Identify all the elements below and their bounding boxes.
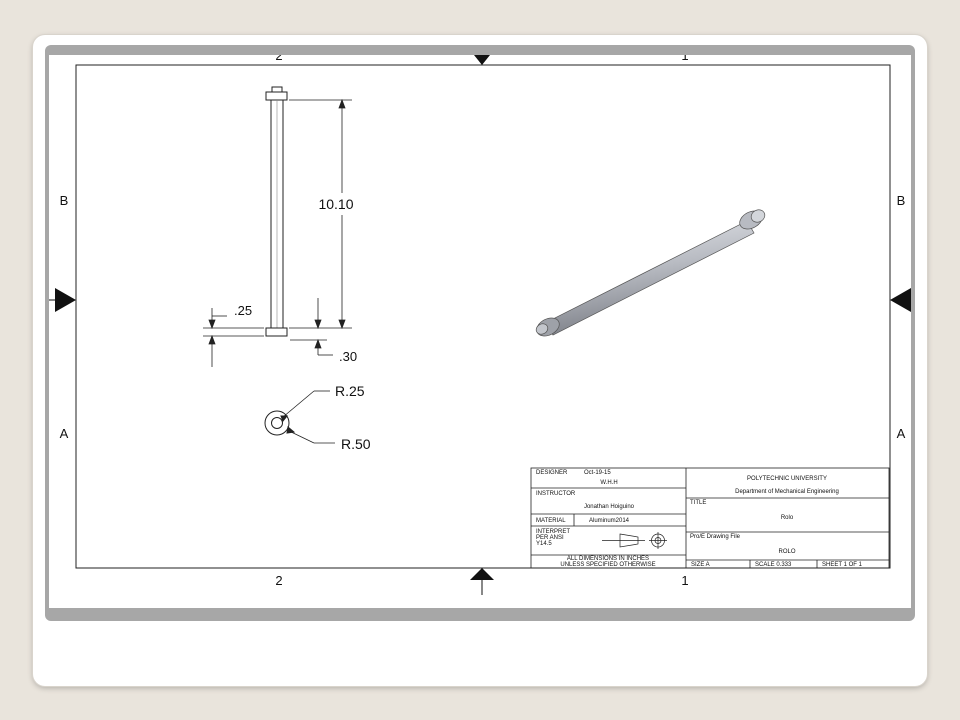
sheet-number: SHEET 1 OF 1 bbox=[822, 562, 863, 568]
drawing-sheet: 2 1 2 1 B A B A bbox=[49, 48, 911, 608]
title-block-border bbox=[530, 467, 890, 569]
iso-cap-top bbox=[750, 209, 766, 223]
zone-label-left-a: A bbox=[60, 426, 69, 441]
drawing-title: Rolo bbox=[781, 515, 794, 521]
dimension-note-line-2: UNLESS SPECIFIED OTHERWISE bbox=[560, 562, 655, 568]
arrowhead-lower bbox=[314, 338, 322, 349]
centering-mark-bottom bbox=[470, 568, 494, 580]
drawing-scale: SCALE 0.333 bbox=[755, 562, 792, 568]
arrowhead-outer bbox=[286, 426, 296, 434]
dimension-flange-label: .25 bbox=[234, 303, 252, 318]
dimension-gap-label: .30 bbox=[339, 349, 357, 364]
material-value: Aluminum2014 bbox=[589, 518, 630, 524]
bottom-flange bbox=[265, 327, 288, 337]
zone-label-right-a: A bbox=[897, 426, 906, 441]
zone-label-top-1: 1 bbox=[681, 55, 688, 63]
sheet-size: SIZE A bbox=[691, 562, 710, 568]
projection-symbol-icon bbox=[602, 532, 667, 549]
leader-inner-radius bbox=[282, 390, 315, 418]
drawing-frame: 2 1 2 1 B A B A bbox=[45, 45, 915, 621]
flange-thickness-dimension bbox=[203, 308, 264, 367]
arrowhead-bottom bbox=[338, 319, 346, 330]
zone-label-right-b: B bbox=[897, 193, 906, 208]
end-view bbox=[264, 390, 335, 444]
front-view bbox=[265, 86, 288, 337]
designer-label: DESIGNER bbox=[536, 470, 568, 476]
arrowhead-lower bbox=[208, 334, 216, 345]
instructor-name: Jonathan Hoiguino bbox=[584, 504, 635, 510]
zone-label-left-b: B bbox=[60, 193, 69, 208]
interpret-line-1: INTERPRET bbox=[536, 529, 570, 535]
inner-circle bbox=[271, 417, 283, 429]
dimension-outer-radius-label: R.50 bbox=[341, 436, 371, 452]
engineering-drawing: 2 1 2 1 B A B A bbox=[49, 48, 911, 595]
interpret-line-3: Y14.5 bbox=[536, 541, 552, 547]
drawing-date: Oct-19-15 bbox=[584, 470, 611, 476]
title-label: TITLE bbox=[690, 500, 706, 506]
drawing-border bbox=[75, 64, 891, 569]
zone-label-bottom-1: 1 bbox=[681, 573, 688, 588]
slide: 2 1 2 1 B A B A bbox=[33, 35, 927, 686]
top-flange bbox=[265, 91, 288, 101]
designer-name: W.H.H bbox=[600, 480, 617, 486]
arrowhead-inner bbox=[280, 415, 289, 422]
iso-cap-bottom bbox=[535, 323, 549, 335]
isometric-view bbox=[535, 209, 766, 337]
outer-circle bbox=[264, 410, 290, 436]
end-gap-dimension bbox=[290, 298, 333, 356]
arrowhead-top bbox=[338, 98, 346, 109]
title-block: DESIGNER Oct-19-15 W.H.H INSTRUCTOR Jona… bbox=[530, 467, 890, 569]
zone-label-bottom-2: 2 bbox=[275, 573, 282, 588]
dimension-length-label: 10.10 bbox=[318, 196, 353, 212]
material-label: MATERIAL bbox=[536, 518, 566, 524]
instructor-label: INSTRUCTOR bbox=[536, 491, 576, 497]
zone-label-top-2: 2 bbox=[275, 55, 282, 63]
department-name: Department of Mechanical Engineering bbox=[735, 489, 839, 495]
centering-mark-left bbox=[55, 288, 76, 312]
arrowhead-upper bbox=[314, 319, 322, 330]
file-label: Pro/E Drawing File bbox=[690, 534, 741, 540]
dimension-inner-radius-label: R.25 bbox=[335, 383, 365, 399]
iso-rod bbox=[544, 220, 755, 336]
length-dimension bbox=[289, 98, 352, 330]
arrowhead-upper bbox=[208, 319, 216, 330]
university-name: POLYTECHNIC UNIVERSITY bbox=[747, 476, 827, 482]
projection-cone bbox=[619, 533, 639, 548]
top-cap bbox=[271, 86, 283, 93]
dimension-note-line-1: ALL DIMENSIONS IN INCHES bbox=[567, 556, 649, 562]
centering-mark-right bbox=[890, 288, 911, 312]
interpret-line-2: PER ANSI bbox=[536, 535, 564, 541]
drawing-file-name: ROLO bbox=[778, 549, 795, 555]
